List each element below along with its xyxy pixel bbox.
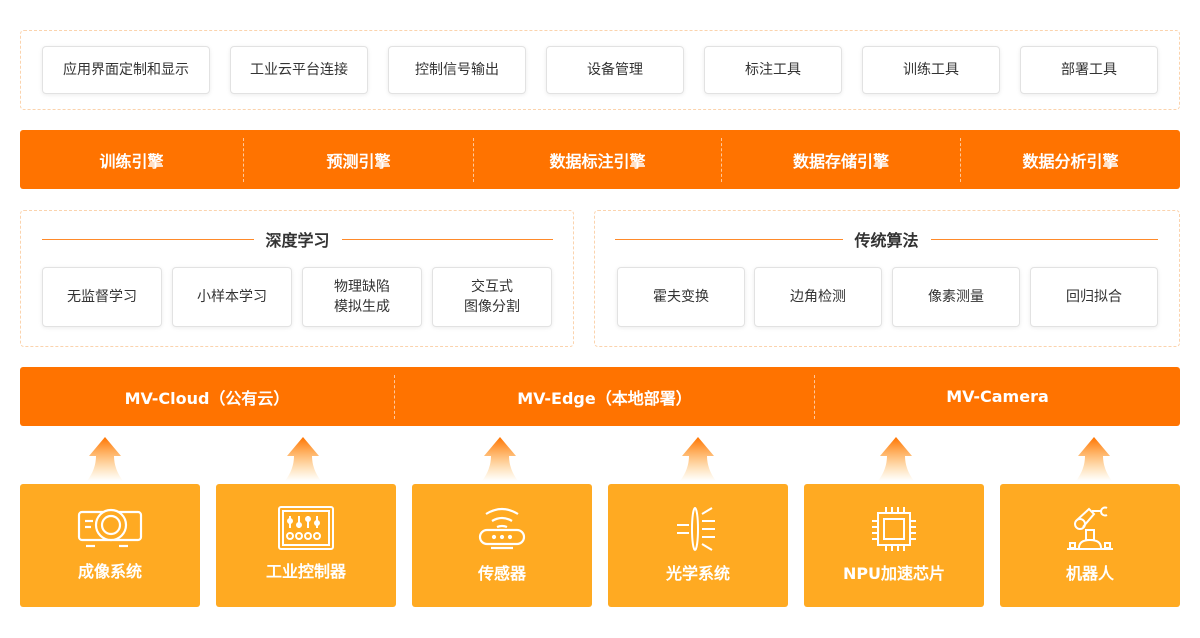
up-arrow-icon xyxy=(1076,437,1112,481)
hardware-card[interactable]: 成像系统 xyxy=(20,484,200,607)
engine-item: 数据存储引擎 xyxy=(792,151,889,171)
platform-item: MV-Cloud（公有云） xyxy=(124,388,290,408)
algorithm-button[interactable]: 像素测量 xyxy=(892,267,1020,327)
platforms-bar: MV-Cloud（公有云） MV-Edge（本地部署） MV-Camera xyxy=(20,367,1180,426)
platform-item: MV-Camera xyxy=(946,387,1049,406)
chip-icon xyxy=(872,507,916,551)
robot-arm-icon xyxy=(1067,506,1113,550)
algorithm-button[interactable]: 边角检测 xyxy=(754,267,882,327)
up-arrow-icon xyxy=(878,437,914,481)
engine-item: 预测引擎 xyxy=(326,151,391,171)
algorithm-button[interactable]: 物理缺陷 模拟生成 xyxy=(302,267,422,327)
app-button[interactable]: 工业云平台连接 xyxy=(230,46,368,94)
hardware-card[interactable]: 传感器 xyxy=(412,484,592,607)
app-button[interactable]: 标注工具 xyxy=(704,46,842,94)
up-arrow-icon xyxy=(482,437,518,481)
engine-item: 训练引擎 xyxy=(99,151,164,171)
app-button[interactable]: 控制信号输出 xyxy=(388,46,526,94)
lens-icon xyxy=(677,507,715,551)
traditional-panel xyxy=(594,210,1180,347)
algorithm-button[interactable]: 无监督学习 xyxy=(42,267,162,327)
engine-item: 数据分析引擎 xyxy=(1022,151,1119,171)
apps-panel xyxy=(20,30,1180,110)
hardware-label: NPU加速芯片 xyxy=(842,564,946,583)
hardware-card[interactable]: 工业控制器 xyxy=(216,484,396,607)
hardware-label: 成像系统 xyxy=(77,562,142,581)
algorithm-button[interactable]: 交互式 图像分割 xyxy=(432,267,552,327)
control-panel-icon xyxy=(278,506,334,550)
hardware-card[interactable]: 光学系统 xyxy=(608,484,788,607)
algorithm-button[interactable]: 小样本学习 xyxy=(172,267,292,327)
traditional-title: 传统算法 xyxy=(615,228,1159,250)
hardware-label: 光学系统 xyxy=(665,564,730,583)
app-button[interactable]: 部署工具 xyxy=(1020,46,1158,94)
app-button[interactable]: 设备管理 xyxy=(546,46,684,94)
engines-bar: 训练引擎 预测引擎 数据标注引擎 数据存储引擎 数据分析引擎 xyxy=(20,130,1180,189)
algorithm-button[interactable]: 回归拟合 xyxy=(1030,267,1158,327)
wireless-sensor-icon xyxy=(478,507,526,550)
up-arrow-icon xyxy=(87,437,123,481)
up-arrow-icon xyxy=(285,437,321,481)
hardware-label: 传感器 xyxy=(477,564,526,583)
section-title: 深度学习 xyxy=(265,231,330,250)
app-button[interactable]: 训练工具 xyxy=(862,46,1000,94)
hardware-card[interactable]: NPU加速芯片 xyxy=(804,484,984,607)
deep-learning-panel xyxy=(20,210,574,347)
deep-learning-title: 深度学习 xyxy=(42,228,554,250)
algorithm-button[interactable]: 霍夫变换 xyxy=(617,267,745,327)
platform-item: MV-Edge（本地部署） xyxy=(517,388,692,408)
projector-camera-icon xyxy=(77,508,143,548)
app-button[interactable]: 应用界面定制和显示 xyxy=(42,46,210,94)
hardware-label: 机器人 xyxy=(1065,564,1114,583)
engine-item: 数据标注引擎 xyxy=(549,151,646,171)
hardware-card[interactable]: 机器人 xyxy=(1000,484,1180,607)
section-title: 传统算法 xyxy=(854,231,919,250)
hardware-label: 工业控制器 xyxy=(265,562,346,581)
up-arrow-icon xyxy=(680,437,716,481)
